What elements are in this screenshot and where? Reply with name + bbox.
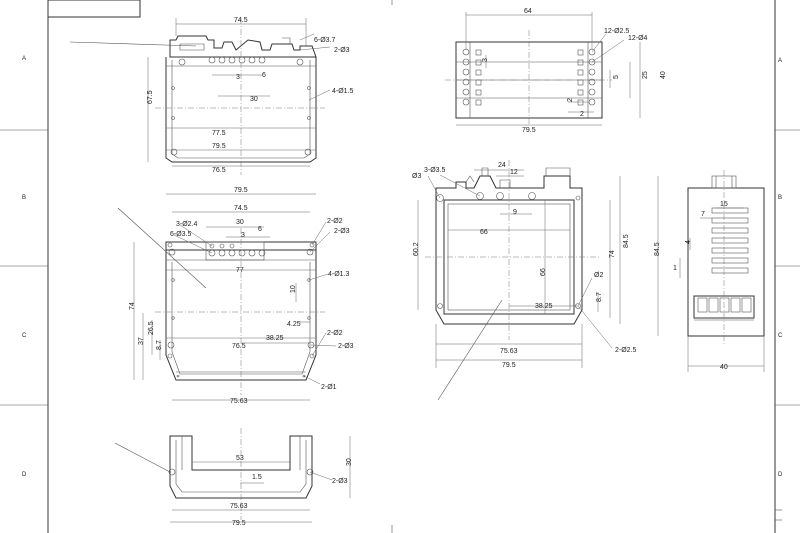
dim-4: 4 <box>685 240 692 244</box>
dim-37-height: 37 <box>138 337 145 345</box>
zone-letter-left-c: C <box>22 333 27 339</box>
dim-1-5: 1.5 <box>252 474 262 481</box>
hole-callout-12-d4: 12-Ø4 <box>628 35 648 42</box>
hole-callout-d2: Ø2 <box>594 272 603 279</box>
dim-66-height: 66 <box>540 268 547 276</box>
dim-77-5: 77.5 <box>212 130 226 137</box>
zone-letter-right-d: D <box>778 472 783 478</box>
dim-15: 15 <box>720 201 728 208</box>
dim-76-5-mid: 76.5 <box>232 343 246 350</box>
dim-79-5-bottom: 79.5 <box>232 520 246 527</box>
view-profile-bottom: 53 1.5 30 2-Ø3 75.63 79.5 <box>114 428 353 527</box>
hole-callout-2-d3-bottom: 2-Ø3 <box>332 478 348 485</box>
dim-12: 12 <box>510 169 518 176</box>
dim-76-5: 76.5 <box>212 167 226 174</box>
dim-pitch-3-plan: 3 <box>482 58 489 62</box>
dim-84-5-side: 84.5 <box>654 242 661 256</box>
hole-callout-2-d2-top: 2-Ø2 <box>327 218 343 225</box>
view-profile-middle: 79.5 74.5 30 3 6 77 10 4.25 38.25 76.5 7… <box>117 187 354 405</box>
hole-callout-2-d2-5: 2-Ø2.5 <box>615 347 637 354</box>
dim-60-2: 60.2 <box>413 242 420 256</box>
dim-25-height: 25 <box>642 71 649 79</box>
hole-callout-2-d3-top: 2-Ø3 <box>334 228 350 235</box>
hole-callout-4-d1-3: 4-Ø1.3 <box>328 271 350 278</box>
hole-callout-6-d3-7: 6-Ø3.7 <box>314 37 336 44</box>
dim-74-5: 74.5 <box>234 17 248 24</box>
dim-26-5-height: 26.5 <box>148 321 155 335</box>
dim-53: 53 <box>236 455 244 462</box>
view-plan-top: 64 12-Ø2.5 12-Ø4 3 5 25 40 2 2 79.5 <box>445 8 667 134</box>
dim-pitch-6-mid: 6 <box>258 226 262 233</box>
dim-79-5-mid: 79.5 <box>234 187 248 194</box>
hole-callout-d3: Ø3 <box>412 173 421 180</box>
zone-letter-left-d: D <box>22 472 27 478</box>
hole-callout-3-d3-5: 3-Ø3.5 <box>424 167 446 174</box>
dim-40-side: 40 <box>720 364 728 371</box>
dim-75-63-bottom: 75.63 <box>230 503 248 510</box>
dim-75-63-mid: 75.63 <box>230 398 248 405</box>
hole-callout-3-d2-4: 3-Ø2.4 <box>176 221 198 228</box>
dim-span-30: 30 <box>250 96 258 103</box>
dim-74-height: 74 <box>129 302 136 310</box>
view-profile-top: 74.5 67.5 77.5 79.5 76.5 3 6 30 6-Ø3.7 2… <box>69 17 354 175</box>
dim-38-25-front: 38.25 <box>535 303 553 310</box>
dim-pitch-3-mid: 3 <box>241 232 245 239</box>
zone-letter-left-a: A <box>22 56 26 62</box>
dim-24: 24 <box>498 162 506 169</box>
dim-10-mid: 10 <box>290 285 297 293</box>
dim-67-5: 67.5 <box>147 90 154 104</box>
hole-callout-6-d3-5: 6-Ø3.5 <box>170 231 192 238</box>
dim-1: 1 <box>673 265 677 272</box>
dim-pitch-2a: 2 <box>567 98 574 102</box>
zone-letter-right-a: A <box>778 58 782 64</box>
zone-letter-left-b: B <box>22 195 26 201</box>
dim-pitch-3: 3 <box>236 74 240 81</box>
dim-64: 64 <box>524 8 532 15</box>
dim-4-25-mid: 4.25 <box>287 321 301 328</box>
dim-30-mid: 30 <box>236 219 244 226</box>
view-front-assembly: 3-Ø3.5 Ø3 24 12 9 66 66 60.2 84.5 74 38.… <box>412 160 637 401</box>
zone-letters: A B C D A B C D <box>22 56 783 478</box>
dim-pitch-6: 6 <box>262 72 266 79</box>
hole-callout-12-d2-5: 12-Ø2.5 <box>604 28 629 35</box>
dim-38-25-mid: 38.25 <box>266 335 284 342</box>
hole-callout-4-d1-5: 4-Ø1.5 <box>332 88 354 95</box>
dim-79-5-plan: 79.5 <box>522 127 536 134</box>
hole-callout-2-d3-bot: 2-Ø3 <box>338 343 354 350</box>
dim-75-63-front: 75.63 <box>500 348 518 355</box>
dim-66-width: 66 <box>480 229 488 236</box>
dim-pitch-2b: 2 <box>580 111 584 118</box>
hole-callout-2-d3: 2-Ø3 <box>334 47 350 54</box>
dim-8-7-height: 8.7 <box>156 340 163 350</box>
hole-callout-2-d1: 2-Ø1 <box>321 384 337 391</box>
dim-77-mid: 77 <box>236 267 244 274</box>
dim-79-5: 79.5 <box>212 143 226 150</box>
dim-74-5-mid: 74.5 <box>234 205 248 212</box>
zone-letter-right-c: C <box>778 333 783 339</box>
zone-letter-right-b: B <box>778 195 782 201</box>
dim-pitch-5: 5 <box>613 75 620 79</box>
dim-40-height: 40 <box>660 71 667 79</box>
view-side-terminal: 15 7 4 1 84.5 40 <box>654 170 765 372</box>
dim-74-front: 74 <box>609 250 616 258</box>
dim-79-5-front: 79.5 <box>502 362 516 369</box>
dim-9: 9 <box>513 209 517 216</box>
hole-callout-2-d2-bot: 2-Ø2 <box>327 330 343 337</box>
dim-8-7-front: 8.7 <box>596 292 603 302</box>
dim-30-height: 30 <box>346 458 353 466</box>
dim-7: 7 <box>701 211 705 218</box>
dim-84-5: 84.5 <box>623 234 630 248</box>
